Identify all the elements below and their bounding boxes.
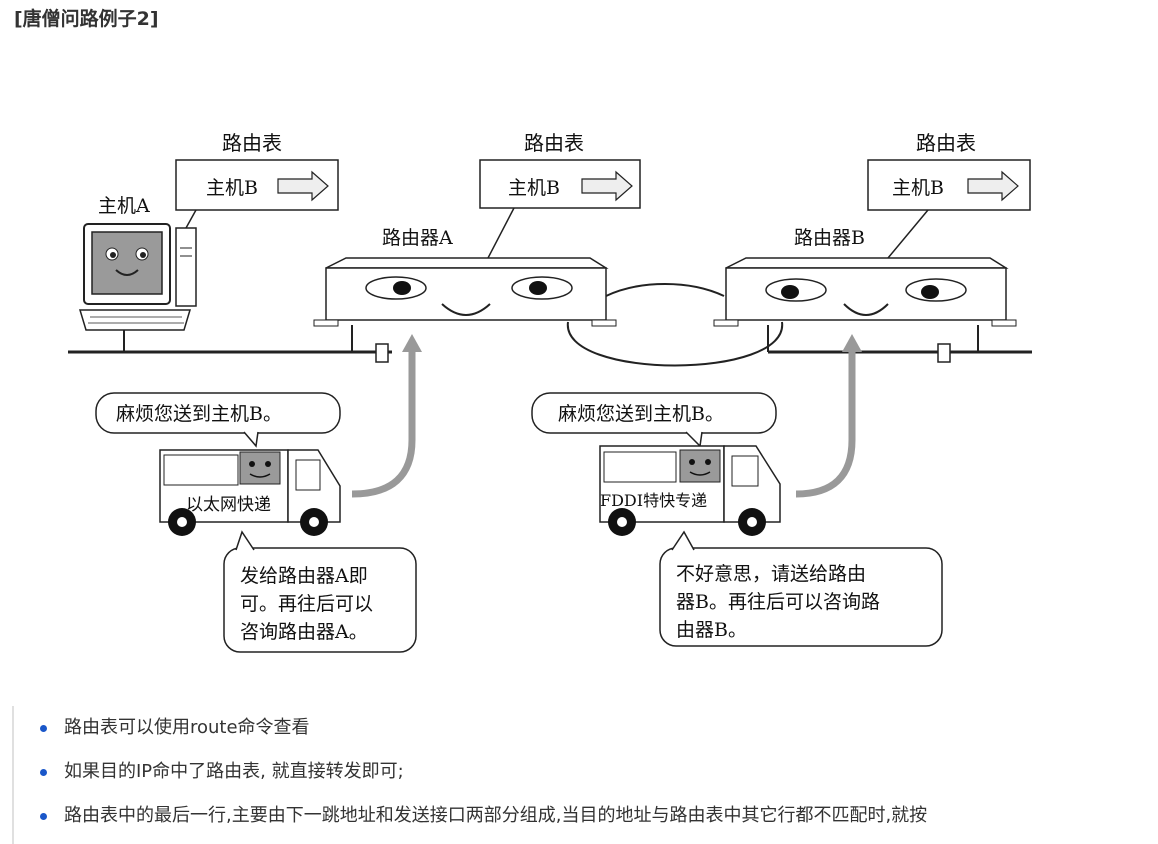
routing-diagram: 主机A 路由表 主机B 路由表 主机B 路由表 主机B 路由器A 路由器B [68, 131, 1032, 653]
router-b-label: 路由器B [794, 227, 865, 249]
truck-ethernet-label: 以太网快递 [186, 495, 271, 515]
routing-table-c-label: 路由表 [916, 131, 976, 155]
host-a-computer [78, 223, 197, 331]
router-a [313, 257, 617, 327]
bullet-icon [40, 725, 47, 732]
note-text: 路由表可以使用route命令查看 [64, 717, 310, 738]
reply-b-line-1: 不好意思，请送给路由 [676, 563, 866, 585]
routing-table-router-a-entry: 主机B [508, 177, 560, 199]
speech-bubble-right [531, 392, 777, 448]
speech-request-right: 麻烦您送到主机B。 [558, 403, 724, 425]
truck-fddi-label: FDDI特快专递 [600, 491, 707, 510]
speech-request-left: 麻烦您送到主机B。 [116, 403, 282, 425]
bullet-icon [40, 769, 47, 776]
reply-a-line-1: 发给路由器A即 [240, 565, 368, 587]
host-a-label: 主机A [98, 195, 150, 217]
router-a-label: 路由器A [382, 227, 453, 249]
list-item: 路由表中的最后一行,主要由下一跳地址和发送接口两部分组成,当目的地址与路由表中其… [14, 794, 1158, 838]
reply-b-line-3: 由器B。 [676, 619, 747, 641]
routing-table-a [175, 159, 339, 229]
truck-ethernet [159, 449, 341, 536]
routing-table-b-label: 路由表 [524, 131, 584, 155]
page-title: [唐僧问路例子2] [14, 8, 159, 30]
upward-arrow-a [351, 334, 422, 498]
routing-table-router-b-entry: 主机B [892, 177, 944, 199]
note-text: 如果目的IP命中了路由表, 就直接转发即可; [64, 761, 404, 782]
fddi-ring [566, 283, 784, 367]
speech-bubble-left [95, 392, 341, 448]
router-b [713, 257, 1017, 327]
ethernet-line [68, 325, 392, 363]
reply-a-line-2: 可。再往后可以 [240, 593, 373, 615]
routing-table-router-a [479, 159, 641, 259]
reply-a-line-3: 咨询路由器A。 [240, 621, 368, 643]
note-text: 路由表中的最后一行,主要由下一跳地址和发送接口两部分组成,当目的地址与路由表中其… [64, 805, 928, 826]
list-item: 如果目的IP命中了路由表, 就直接转发即可; [14, 750, 1158, 794]
routing-table-a-label: 路由表 [222, 131, 282, 155]
ethernet-line-right [767, 325, 1032, 363]
reply-b-line-2: 器B。再往后可以咨询路 [676, 591, 880, 613]
list-item: 路由表可以使用route命令查看 [14, 706, 1158, 750]
truck-fddi [599, 445, 781, 536]
reply-bubble-a [223, 530, 417, 653]
routing-table-a-entry: 主机B [206, 177, 258, 199]
upward-arrow-b [795, 334, 862, 498]
notes-list: 路由表可以使用route命令查看 如果目的IP命中了路由表, 就直接转发即可; … [12, 706, 1158, 844]
reply-bubble-b [659, 530, 943, 647]
routing-table-router-b [867, 159, 1031, 259]
bullet-icon [40, 813, 47, 820]
